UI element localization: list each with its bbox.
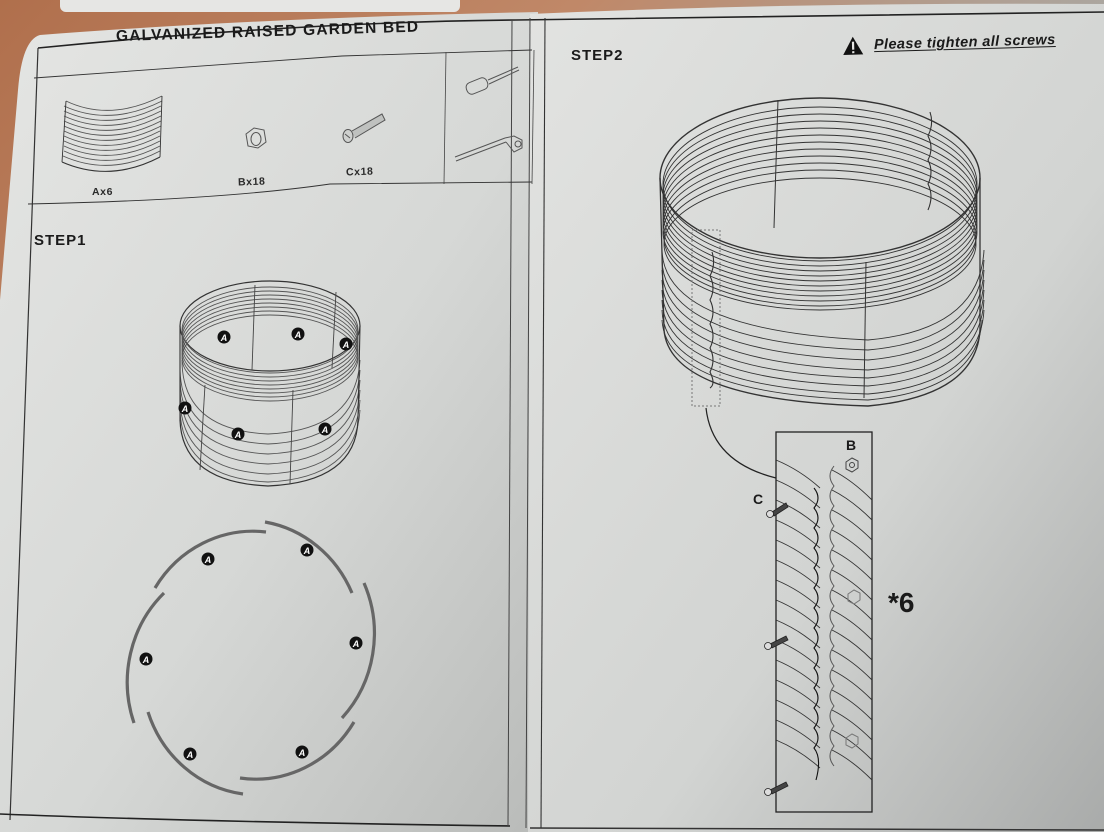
svg-text:A: A	[142, 655, 150, 665]
marker-a-icon: A	[318, 422, 332, 436]
screwdriver-icon	[465, 66, 520, 95]
svg-text:A: A	[186, 750, 194, 760]
repeat-multiplier: *6	[888, 587, 915, 618]
step1-topdown-panel-layout	[125, 520, 376, 796]
callout-c-label: C	[753, 491, 764, 507]
svg-text:A: A	[181, 404, 189, 414]
marker-a-icon: A	[295, 745, 309, 759]
svg-text:A: A	[303, 546, 311, 556]
part-c-bolt-icon	[342, 113, 386, 143]
marker-a-icon: A	[217, 330, 231, 344]
bolt-c-icon	[764, 635, 789, 650]
marker-a-icon: A	[349, 636, 363, 650]
step1-topdown-markers: A A A A A A	[139, 543, 363, 761]
detail-leader-line	[705, 407, 777, 479]
step1-panel-markers: A A A A A A	[178, 327, 353, 441]
nut-b-icon	[847, 589, 861, 605]
left-page	[0, 12, 540, 832]
callout-b-label: B	[846, 437, 857, 453]
step2-assembled-bed-illustration	[659, 97, 985, 407]
tighten-screws-warning: Please tighten all screws	[842, 30, 1056, 56]
wrench-icon	[454, 135, 523, 162]
svg-text:A: A	[294, 330, 302, 340]
bolt-c-icon	[764, 781, 789, 796]
marker-a-icon: A	[201, 552, 215, 566]
svg-text:A: A	[298, 748, 306, 758]
marker-a-icon: A	[231, 427, 245, 441]
warning-text: Please tighten all screws	[873, 32, 1056, 54]
svg-text:A: A	[220, 333, 228, 343]
step2-seam-detail-illustration	[764, 431, 873, 813]
part-c-label: Cx18	[345, 165, 374, 179]
marker-a-icon: A	[339, 337, 353, 351]
part-a-label: Ax6	[92, 186, 114, 198]
part-b-label: Bx18	[237, 175, 266, 189]
part-a-panel-icon	[61, 95, 163, 172]
svg-text:A: A	[204, 555, 212, 565]
svg-text:A: A	[342, 340, 350, 350]
marker-a-icon: A	[291, 327, 305, 341]
marker-a-icon: A	[183, 747, 197, 761]
right-page	[528, 3, 1104, 832]
svg-text:A: A	[352, 639, 360, 649]
nut-b-icon	[845, 733, 859, 749]
detail-focus-box	[691, 229, 721, 407]
paper-edge-strip	[60, 0, 460, 12]
step2-heading: STEP2	[571, 47, 624, 64]
marker-a-icon: A	[139, 652, 153, 666]
warning-triangle-icon	[843, 36, 864, 55]
marker-a-icon: A	[178, 401, 192, 415]
part-b-nut-icon	[245, 127, 267, 149]
svg-text:A: A	[321, 425, 329, 435]
marker-a-icon: A	[300, 543, 314, 557]
nut-b-icon	[845, 457, 859, 473]
step1-heading: STEP1	[34, 232, 87, 249]
bolt-c-icon	[766, 502, 789, 518]
svg-text:A: A	[234, 430, 242, 440]
